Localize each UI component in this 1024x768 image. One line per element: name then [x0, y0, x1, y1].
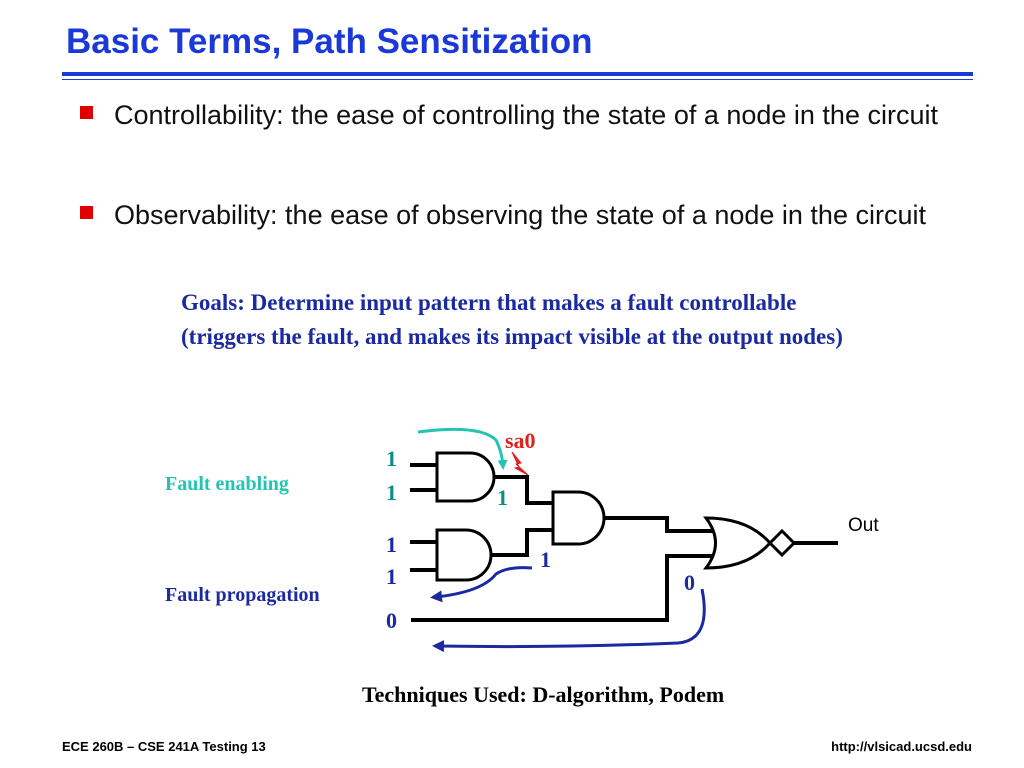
and3-output-value: 0	[684, 570, 695, 595]
nor-gate	[702, 516, 772, 570]
footer-url: http://vlsicad.ucsd.edu	[831, 739, 972, 754]
bullet-square-icon	[80, 206, 93, 219]
propagation-arrow-2	[432, 588, 706, 653]
inverter-bubble	[767, 528, 797, 558]
gate2-input-wires	[410, 540, 437, 572]
fault-propagation-label: Fault propagation	[165, 584, 320, 606]
and-gate-3	[551, 490, 606, 546]
fault-enabling-label: Fault enabling	[165, 473, 289, 495]
bullet-text: Observability: the ease of observing the…	[114, 200, 926, 230]
bullet-observability: Observability: the ease of observing the…	[80, 197, 980, 234]
techniques-text: Techniques Used: D-algorithm, Podem	[362, 682, 724, 707]
bullet-controllability: Controllability: the ease of controlling…	[80, 97, 980, 134]
input-value-1: 1	[386, 446, 397, 471]
fault-enabling-arrow	[417, 427, 508, 470]
and-gate-2	[435, 528, 493, 582]
out-label: Out	[848, 515, 879, 536]
input-value-2: 1	[386, 480, 397, 505]
footer-course: ECE 260B – CSE 241A Testing 13	[62, 739, 266, 754]
propagation-arrow-1	[430, 566, 533, 603]
title-underline-thin	[62, 79, 973, 80]
fault-lightning-icon	[511, 451, 529, 476]
gate1-input-wires	[410, 463, 437, 492]
input-value-5: 0	[386, 608, 397, 633]
bullet-square-icon	[80, 106, 93, 119]
and1-output-value: 1	[497, 485, 508, 510]
slide-title: Basic Terms, Path Sensitization	[66, 22, 593, 61]
input-value-4: 1	[386, 564, 397, 589]
and-gate-1	[435, 451, 496, 503]
and2-output-value: 1	[540, 547, 551, 572]
title-underline	[62, 72, 973, 76]
gate3-input-wires	[491, 475, 553, 557]
fault-label: sa0	[505, 428, 536, 453]
nor-input-wires	[411, 516, 720, 622]
input-value-3: 1	[386, 532, 397, 557]
bullet-text: Controllability: the ease of controlling…	[114, 100, 938, 130]
goals-text: Goals: Determine input pattern that make…	[181, 290, 843, 349]
